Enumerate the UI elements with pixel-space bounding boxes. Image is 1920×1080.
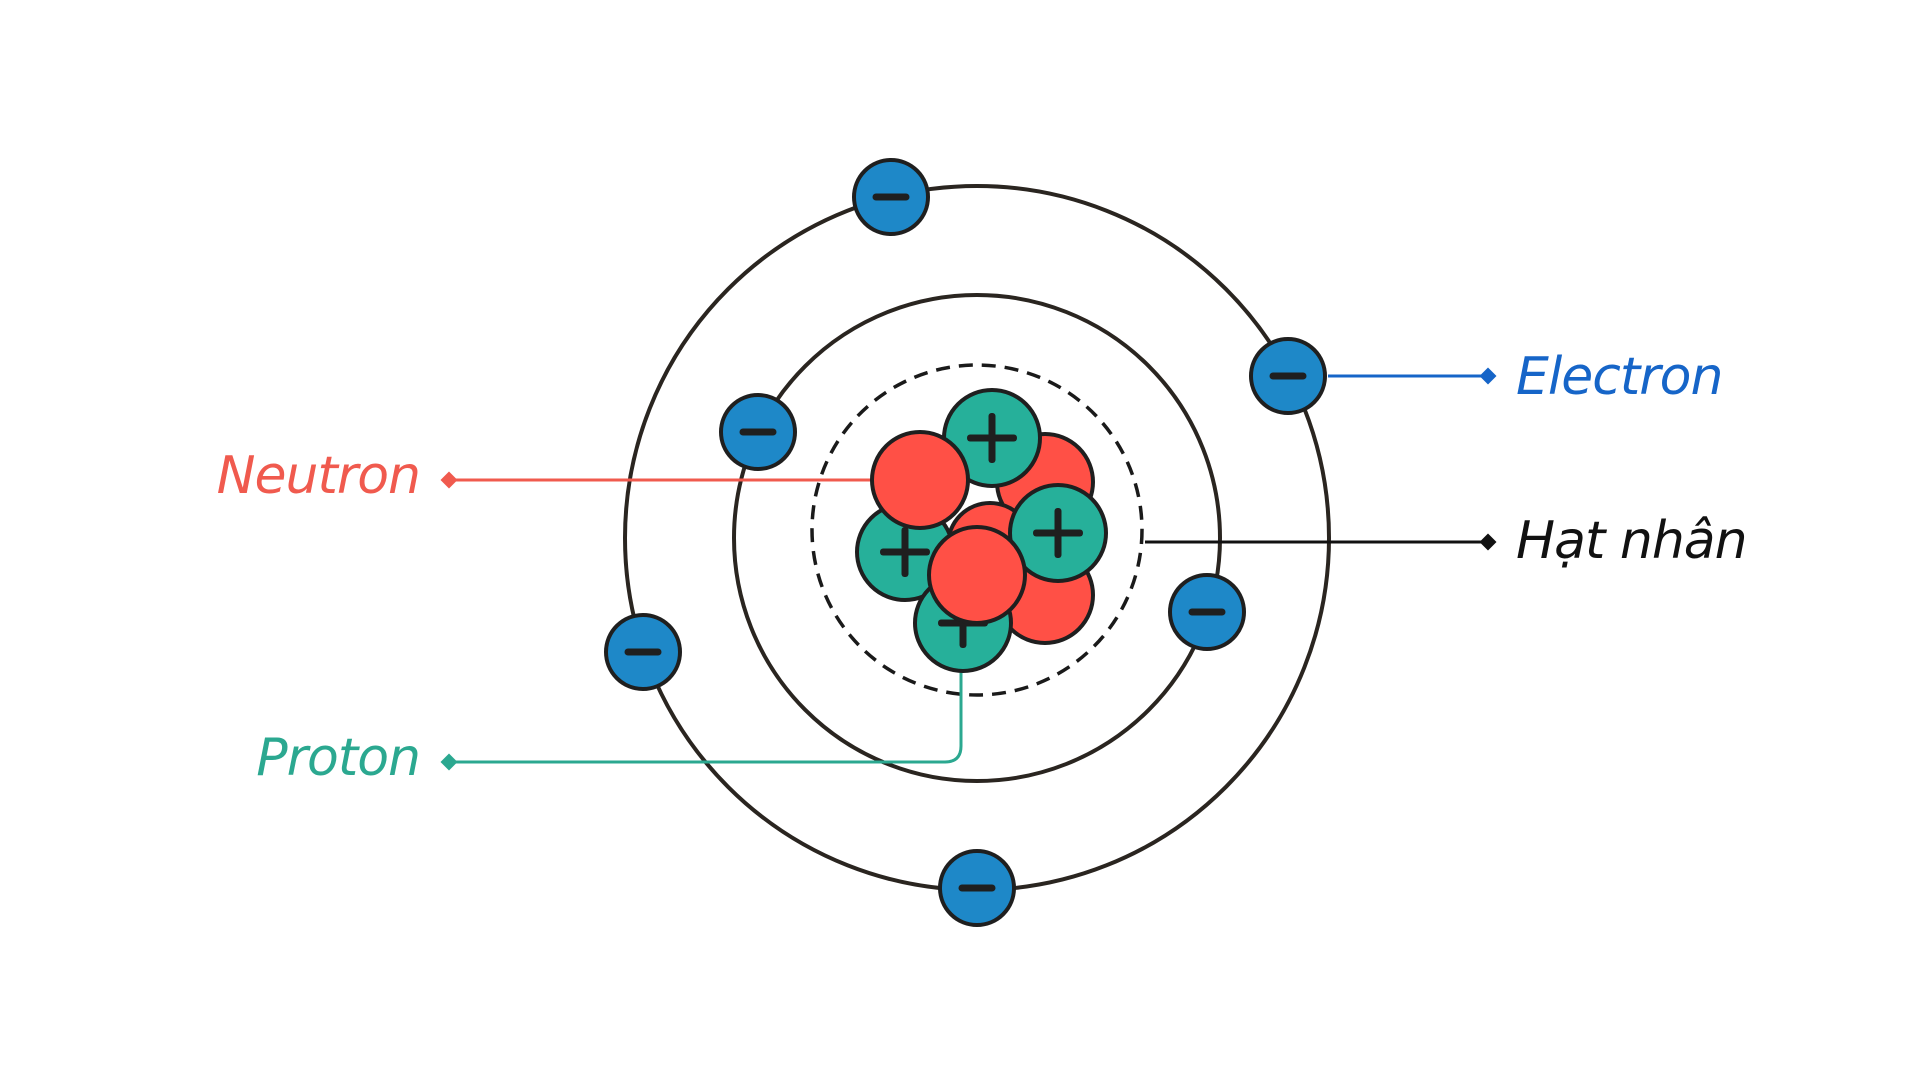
neutron-leader [440, 471, 880, 489]
electron-label: Electron [1516, 347, 1722, 407]
nucleus-label: Hạt nhân [1516, 511, 1747, 571]
proton-label: Proton [256, 728, 420, 788]
proton-particle [1008, 483, 1108, 583]
plus-icon [967, 413, 1017, 463]
minus-icon [872, 193, 910, 201]
minus-icon [624, 648, 662, 656]
plus-icon [880, 527, 930, 577]
minus-icon [1188, 608, 1226, 616]
inner-orbit [732, 293, 1222, 783]
electron-particle [604, 613, 682, 691]
neutron-particle [927, 525, 1027, 625]
electron-particle [938, 849, 1016, 927]
electron-leader [1328, 367, 1497, 385]
nucleus-boundary [810, 363, 1144, 697]
minus-icon [1269, 372, 1307, 380]
nucleus-leader [1145, 533, 1497, 551]
minus-icon [739, 428, 777, 436]
neutron-label: Neutron [217, 446, 420, 506]
proton-leader [440, 660, 963, 771]
electron-particle [1168, 573, 1246, 651]
electron-particle [852, 158, 930, 236]
electron-particle [1249, 337, 1327, 415]
plus-icon [1033, 508, 1083, 558]
minus-icon [958, 884, 996, 892]
nucleus [855, 388, 1108, 673]
neutron-particle [870, 430, 970, 530]
electrons [604, 158, 1327, 927]
electron-particle [719, 393, 797, 471]
